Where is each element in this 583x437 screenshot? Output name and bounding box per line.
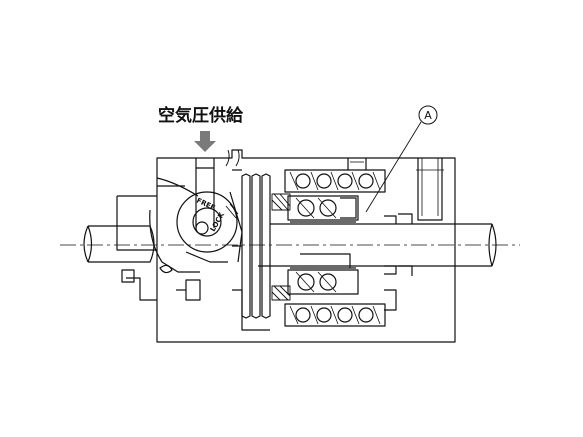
lower-angular-bearing <box>287 253 359 295</box>
housing-body <box>116 149 456 343</box>
right-ports-and-seals <box>347 158 444 311</box>
lever-hub <box>149 177 243 301</box>
lower-ball-bearing-row <box>284 303 386 327</box>
air-supply-label: 空気圧供給 <box>158 105 244 126</box>
callout-a: A <box>365 105 438 213</box>
piston-springs <box>271 193 291 301</box>
upper-angular-bearing <box>287 195 359 223</box>
callout-a-label: A <box>424 109 432 122</box>
friction-disks <box>232 169 271 331</box>
lock-label: LOCK <box>209 211 227 233</box>
upper-ball-bearing-row <box>284 169 386 193</box>
air-supply-arrow-icon <box>194 131 216 152</box>
lock-free-selector: FREE LOCK <box>195 197 239 233</box>
